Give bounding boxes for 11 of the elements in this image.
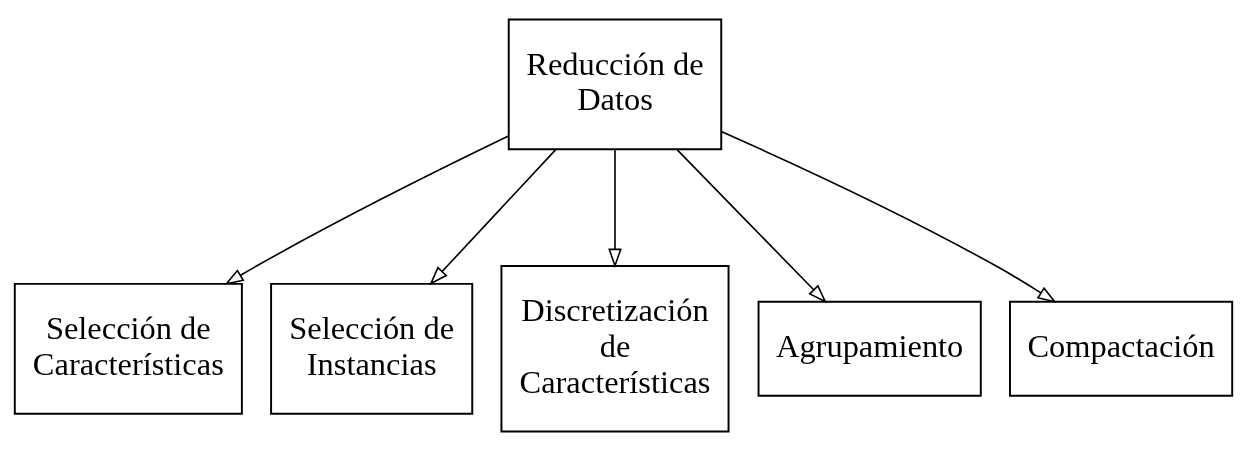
node-box: Agrupamiento <box>757 300 982 397</box>
arrow <box>429 148 557 285</box>
arrow <box>720 130 1057 303</box>
arrow <box>608 148 622 268</box>
arrow <box>676 148 827 303</box>
node-box: Reducción de Datos <box>507 18 723 150</box>
node-box: Selección de Instancias <box>270 282 474 415</box>
arrow <box>224 134 510 285</box>
node-box: Compactación <box>1009 300 1234 397</box>
node-box: Discretización de Características <box>500 264 730 432</box>
node-box: Selección de Características <box>13 282 243 415</box>
